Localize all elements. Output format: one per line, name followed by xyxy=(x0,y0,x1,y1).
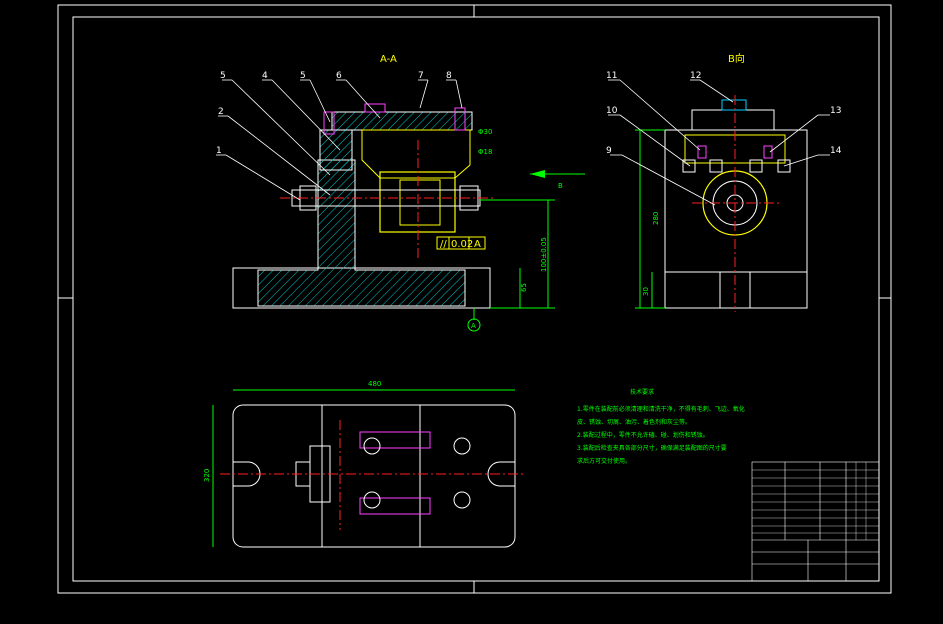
part-no-1: 1 xyxy=(216,146,222,156)
section-view-a-a: // 0.02 A A B 100±0.05 65 Φ30 Φ18 xyxy=(232,103,585,332)
dim-view-b-height: 280 xyxy=(652,212,660,225)
leaders-right xyxy=(608,79,830,206)
dim-plan-width: 480 xyxy=(368,380,381,388)
title-block xyxy=(751,461,880,582)
tolerance-value: 0.02 xyxy=(451,239,473,250)
center-marks xyxy=(58,5,891,593)
notes-title: 技术要求 xyxy=(630,388,654,396)
view-b: 280 30 xyxy=(635,95,808,312)
part-no-11: 11 xyxy=(606,71,617,81)
notes-line-1: 1.零件在装配前必须清理和清洗干净，不得有毛刺、飞边、氧化 xyxy=(577,405,745,413)
dim-fit-2: Φ18 xyxy=(478,148,492,156)
view-b-top-bar xyxy=(691,109,775,131)
dim-section-base: 65 xyxy=(520,283,528,292)
clamp-strap-bottom xyxy=(359,497,431,515)
part-no-13: 13 xyxy=(830,106,841,116)
dim-section-height: 100±0.05 xyxy=(540,237,548,272)
datum-label: A xyxy=(471,322,476,330)
direction-label: B xyxy=(558,182,563,190)
part-no-2: 2 xyxy=(218,107,224,117)
notes-line-4: 3.装配后检查夹具各部分尺寸，确保满足装配图的尺寸要 xyxy=(577,444,727,452)
inner-frame xyxy=(72,16,880,582)
clamp-strap-top xyxy=(359,431,431,449)
tolerance-symbol: // xyxy=(440,239,447,250)
base-hatch xyxy=(257,159,466,307)
notes-line-5: 求后方可交付使用。 xyxy=(577,457,631,465)
tolerance-datum: A xyxy=(474,239,481,250)
part-no-9: 9 xyxy=(606,146,612,156)
outer-frame xyxy=(57,4,892,594)
datum-circle xyxy=(467,318,481,332)
part-no-5: 5 xyxy=(220,71,226,81)
slot-right xyxy=(487,461,515,487)
tolerance-frame xyxy=(436,236,486,250)
part-no-12: 12 xyxy=(690,71,701,81)
view-b-title: B向 xyxy=(728,52,745,65)
dim-plan-height: 320 xyxy=(203,469,211,482)
notes-line-2: 皮、锈蚀、切屑、油污、着色剂和灰尘等。 xyxy=(577,418,691,426)
view-b-base xyxy=(664,271,808,309)
part-no-7: 7 xyxy=(418,71,424,81)
top-screw-right xyxy=(454,107,466,131)
part-no-8: 8 xyxy=(446,71,452,81)
leaders-left xyxy=(216,79,463,201)
top-screw-left xyxy=(323,111,335,135)
view-b-top-plate xyxy=(721,99,747,111)
plan-view: 480 320 xyxy=(203,380,525,548)
support-block xyxy=(361,129,471,179)
title-block-rows xyxy=(752,462,879,540)
plan-base xyxy=(232,404,516,548)
part-no-6: 6 xyxy=(336,71,342,81)
dim-fit-1: Φ30 xyxy=(478,128,492,136)
section-title: A-A xyxy=(380,54,397,65)
dim-view-b-base: 30 xyxy=(642,287,650,296)
part-no-5b: 5 xyxy=(300,71,306,81)
workpiece-hub xyxy=(399,179,441,226)
part-no-10: 10 xyxy=(606,106,618,116)
notes-line-3: 2.装配过程中，零件不允许磕、碰、划伤和锈蚀。 xyxy=(577,431,709,439)
upright-body xyxy=(319,129,353,171)
top-clamp-bar xyxy=(331,111,473,131)
locating-pin-top xyxy=(364,103,386,113)
view-b-upright xyxy=(664,129,808,273)
part-no-14: 14 xyxy=(830,146,842,156)
part-no-4: 4 xyxy=(262,71,268,81)
